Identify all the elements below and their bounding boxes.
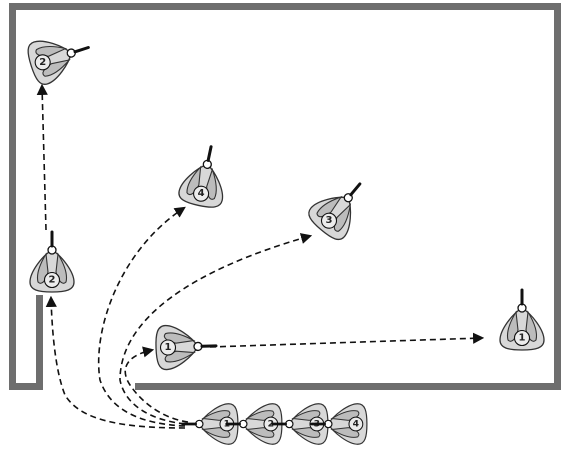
queue-operator-4: 4 [310, 402, 369, 446]
operator-number: 1 [165, 342, 172, 353]
operator-number: 2 [49, 275, 56, 286]
operator-2-left: 2 [28, 230, 76, 294]
wall-right [554, 3, 561, 390]
path-4 [97, 206, 186, 427]
path-1-to-right [209, 332, 485, 348]
operator-3: 3 [302, 168, 379, 246]
path-1-entry [124, 346, 189, 423]
wall-left [9, 3, 16, 390]
operator-1-right: 1 [498, 288, 546, 352]
wall-bottom-left [9, 383, 43, 390]
room-walls [9, 3, 561, 390]
path-3 [119, 233, 313, 425]
operator-number: 2 [268, 419, 274, 430]
operator-number: 4 [353, 419, 359, 430]
operator-2-top: 2 [22, 25, 97, 89]
path-2-to-top [36, 83, 48, 231]
queue-operator-2: 2 [225, 402, 284, 446]
operator-1-center: 1 [153, 322, 219, 372]
operator-number: 1 [519, 333, 526, 344]
operator-number: 4 [198, 188, 205, 199]
operator-4: 4 [175, 140, 235, 212]
wall-door-jamb [36, 295, 43, 390]
wall-top [9, 3, 561, 10]
movement-paths [36, 83, 485, 429]
wall-bottom-right [135, 383, 561, 390]
path-2-entry [45, 295, 186, 429]
stack-queue: 1 2 3 4 [181, 402, 369, 446]
operator-number: 3 [326, 215, 333, 226]
operator-number: 2 [39, 57, 46, 68]
